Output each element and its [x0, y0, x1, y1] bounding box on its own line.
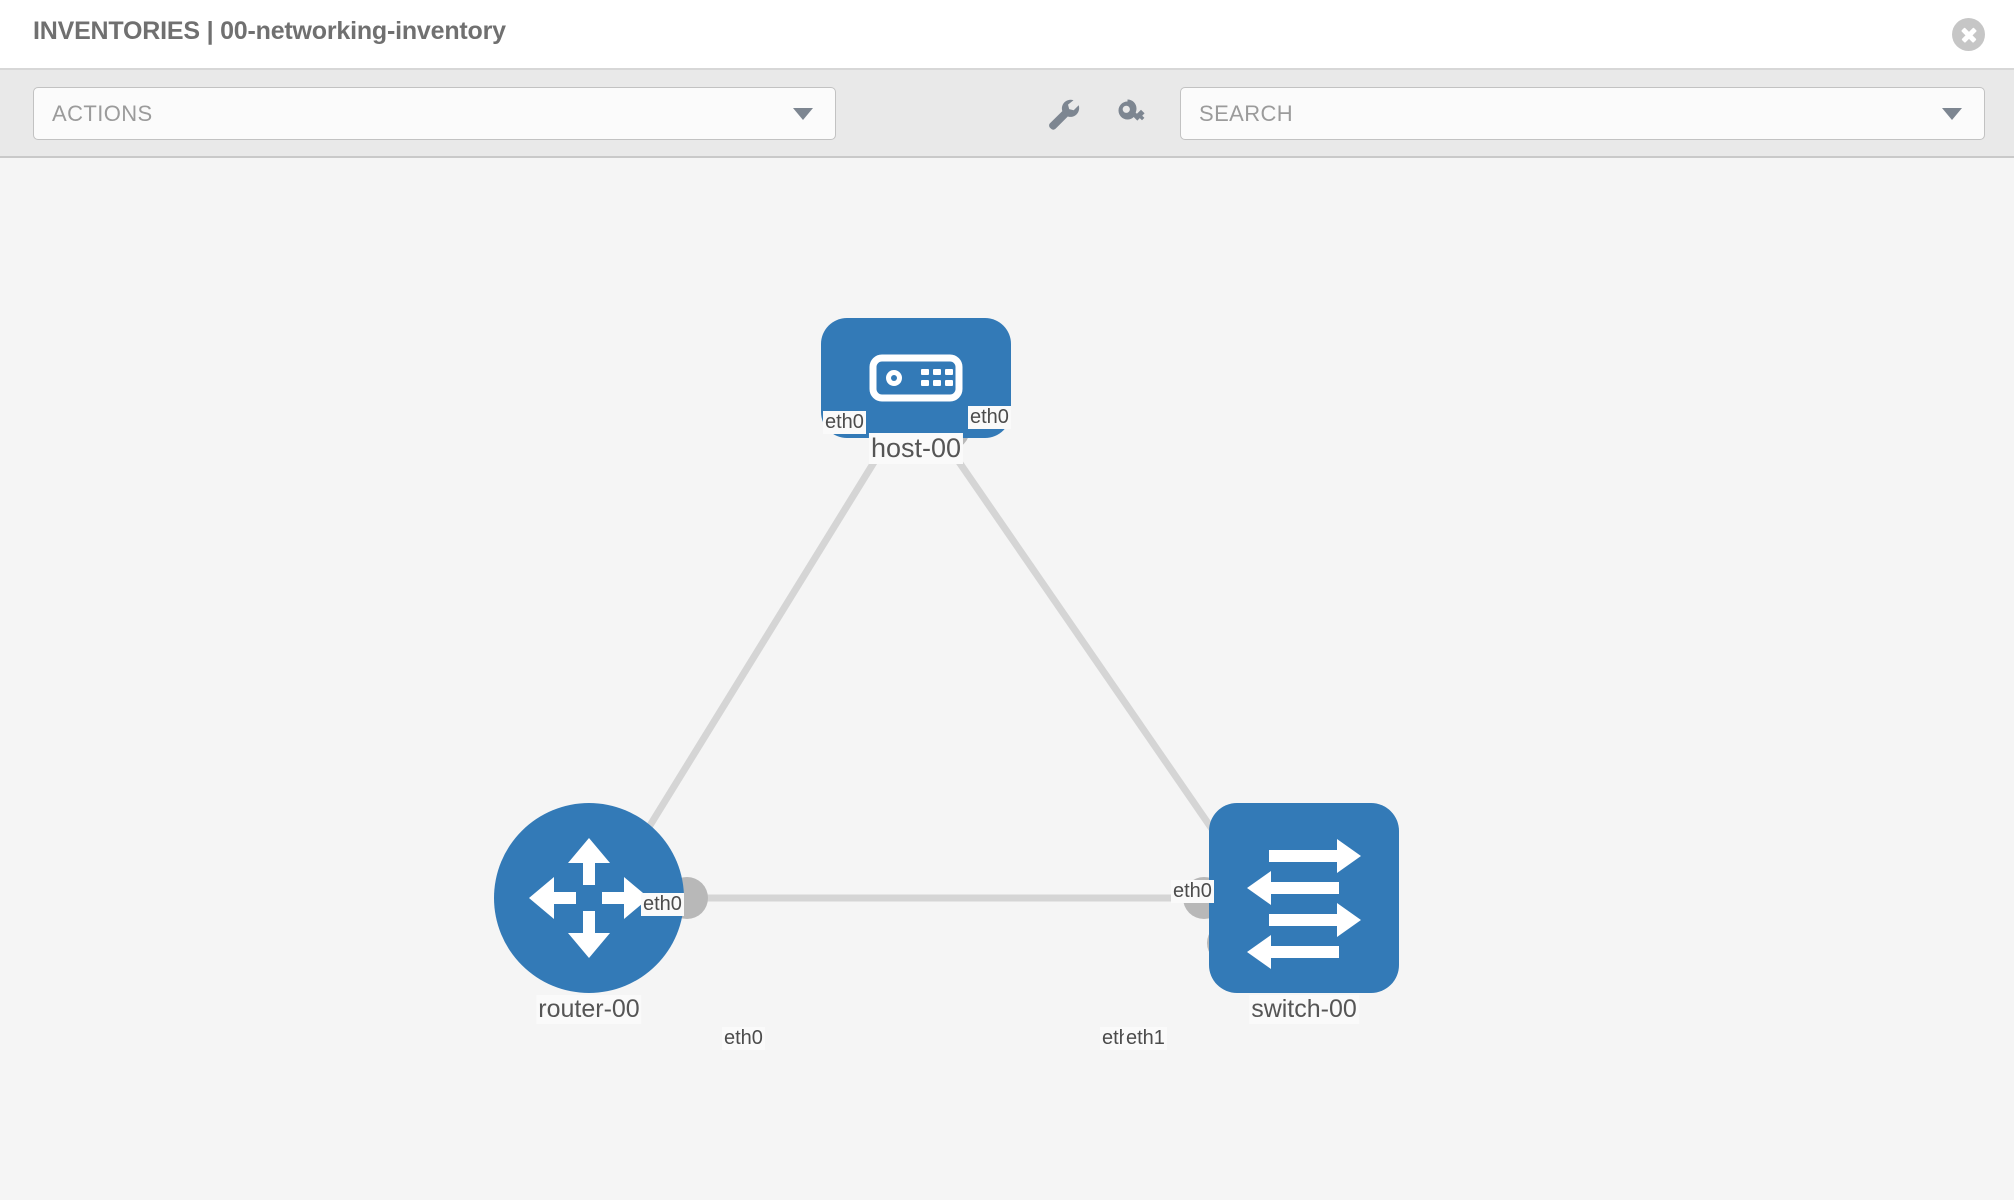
node-host-00-label: host-00 — [868, 433, 964, 464]
key-icon[interactable] — [1112, 97, 1152, 133]
wrench-icon[interactable] — [1045, 97, 1085, 133]
switch-icon — [1247, 839, 1361, 969]
node-router-00-label: router-00 — [536, 995, 642, 1024]
if-label-router-eth0-upper: eth0 — [641, 893, 684, 916]
topology-canvas[interactable]: host-00 eth0 eth0 router-00 — [0, 158, 2014, 1200]
node-switch-00[interactable]: switch-00 — [1209, 803, 1399, 1024]
node-router-00[interactable]: router-00 — [494, 803, 684, 1024]
topology-links — [601, 444, 1235, 902]
link-host-switch — [945, 444, 1235, 860]
if-label-switch-eth0-upper: eth0 — [1171, 880, 1214, 903]
link-host-router — [601, 444, 887, 902]
close-icon[interactable] — [1952, 18, 1985, 51]
actions-dropdown-label: ACTIONS — [52, 100, 153, 126]
node-switch-00-shape — [1209, 803, 1399, 993]
toolbar: ACTIONS SEARCH — [0, 70, 2014, 158]
chevron-down-icon — [793, 107, 813, 120]
router-icon — [529, 838, 649, 958]
search-dropdown[interactable]: SEARCH — [1180, 87, 1985, 140]
if-label-switch-eth1-left: eth1 — [1124, 1027, 1167, 1050]
chevron-down-icon — [1942, 107, 1962, 120]
if-label-host-eth0-right: eth0 — [968, 406, 1011, 429]
page-header: INVENTORIES | 00-networking-inventory — [0, 0, 2014, 70]
if-label-router-eth0-right: eth0 — [722, 1027, 765, 1050]
server-icon — [869, 354, 963, 402]
node-switch-00-label: switch-00 — [1249, 995, 1359, 1024]
actions-dropdown[interactable]: ACTIONS — [33, 87, 836, 140]
if-label-switch-eth0-left: eth — [1100, 1027, 1132, 1050]
search-input[interactable]: SEARCH — [1199, 100, 1294, 126]
page-title: INVENTORIES | 00-networking-inventory — [33, 17, 506, 45]
if-label-host-eth0-left: eth0 — [823, 411, 866, 434]
